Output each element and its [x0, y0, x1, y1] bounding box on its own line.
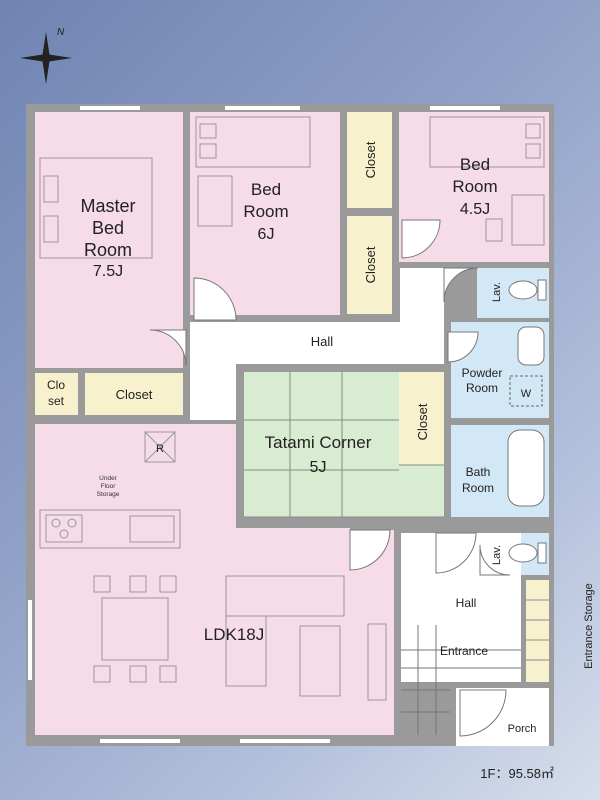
compass-icon: N — [20, 27, 72, 84]
master-label-2: Bed — [92, 218, 124, 238]
bed6-label-2: Room — [243, 202, 288, 221]
lav-lower-label: Lav. — [491, 545, 503, 565]
washer-label: W — [521, 388, 532, 400]
porch-label: Porch — [508, 723, 537, 735]
ldk — [35, 424, 394, 735]
kitchen-counter — [39, 509, 181, 549]
closet-bed6 — [347, 216, 392, 314]
closet-upper — [347, 112, 392, 208]
powder-label-2: Room — [466, 381, 498, 395]
entrance-tiles — [401, 625, 521, 735]
clothes-closet-label-1: Clo — [47, 378, 65, 392]
closet-master-label: Closet — [116, 387, 153, 402]
entrance-storage-label: Entrance Storage — [583, 583, 595, 669]
fridge-label: R — [156, 443, 164, 455]
underfloor-label-1: Under — [99, 475, 118, 482]
bed6-label-1: Bed — [251, 180, 281, 199]
bath-label-2: Room — [462, 481, 494, 495]
hall-lower-label: Hall — [456, 596, 477, 610]
hall-upper-label: Hall — [311, 334, 334, 349]
bed45-label-1: Bed — [460, 155, 490, 174]
bed6-furniture — [195, 116, 311, 227]
master-bed — [39, 157, 153, 259]
closet-upper-label: Closet — [363, 141, 378, 178]
bedroom-6j — [190, 112, 340, 315]
ldk-label: LDK18J — [204, 625, 264, 644]
underfloor-label-2: Floor — [101, 483, 117, 490]
master-size: 7.5J — [93, 263, 123, 280]
closet-tatami-label: Closet — [415, 403, 430, 440]
bed6-size: 6J — [258, 226, 275, 243]
bed45-size: 4.5J — [460, 201, 490, 218]
entrance-storage — [526, 580, 549, 682]
bath-label-1: Bath — [466, 465, 491, 479]
powder-label-1: Powder — [462, 366, 503, 380]
upper-hall — [190, 268, 444, 420]
closet-bed6-label: Closet — [363, 246, 378, 283]
master-label-3: Room — [84, 240, 132, 260]
clothes-closet — [35, 373, 78, 415]
bed45-label-2: Room — [452, 177, 497, 196]
floor-area-label: 1F：95.58㎡ — [480, 766, 554, 781]
tatami-mats — [244, 372, 444, 518]
compass-north-label: N — [57, 27, 65, 38]
master-bedroom — [35, 112, 183, 368]
underfloor-label-3: Storage — [97, 491, 120, 498]
dining-table — [93, 575, 177, 683]
master-label-1: Master — [80, 196, 135, 216]
entrance — [401, 625, 521, 682]
door-swings — [149, 219, 511, 737]
washer-box — [509, 375, 543, 407]
clothes-closet-label-2: set — [48, 394, 65, 408]
fixtures — [507, 279, 547, 564]
tatami-size: 5J — [310, 459, 327, 476]
bed45-furniture — [429, 116, 545, 246]
fridge-symbol — [144, 431, 176, 463]
entrance-storage-shelves — [526, 599, 549, 661]
entrance-label: Entrance — [440, 644, 488, 658]
lav-upper-label: Lav. — [491, 282, 503, 302]
tatami-label: Tatami Corner — [265, 433, 372, 452]
windows — [28, 106, 500, 743]
closet-master — [85, 373, 183, 415]
closet-tatami — [399, 372, 444, 465]
sofa-set — [225, 575, 387, 701]
